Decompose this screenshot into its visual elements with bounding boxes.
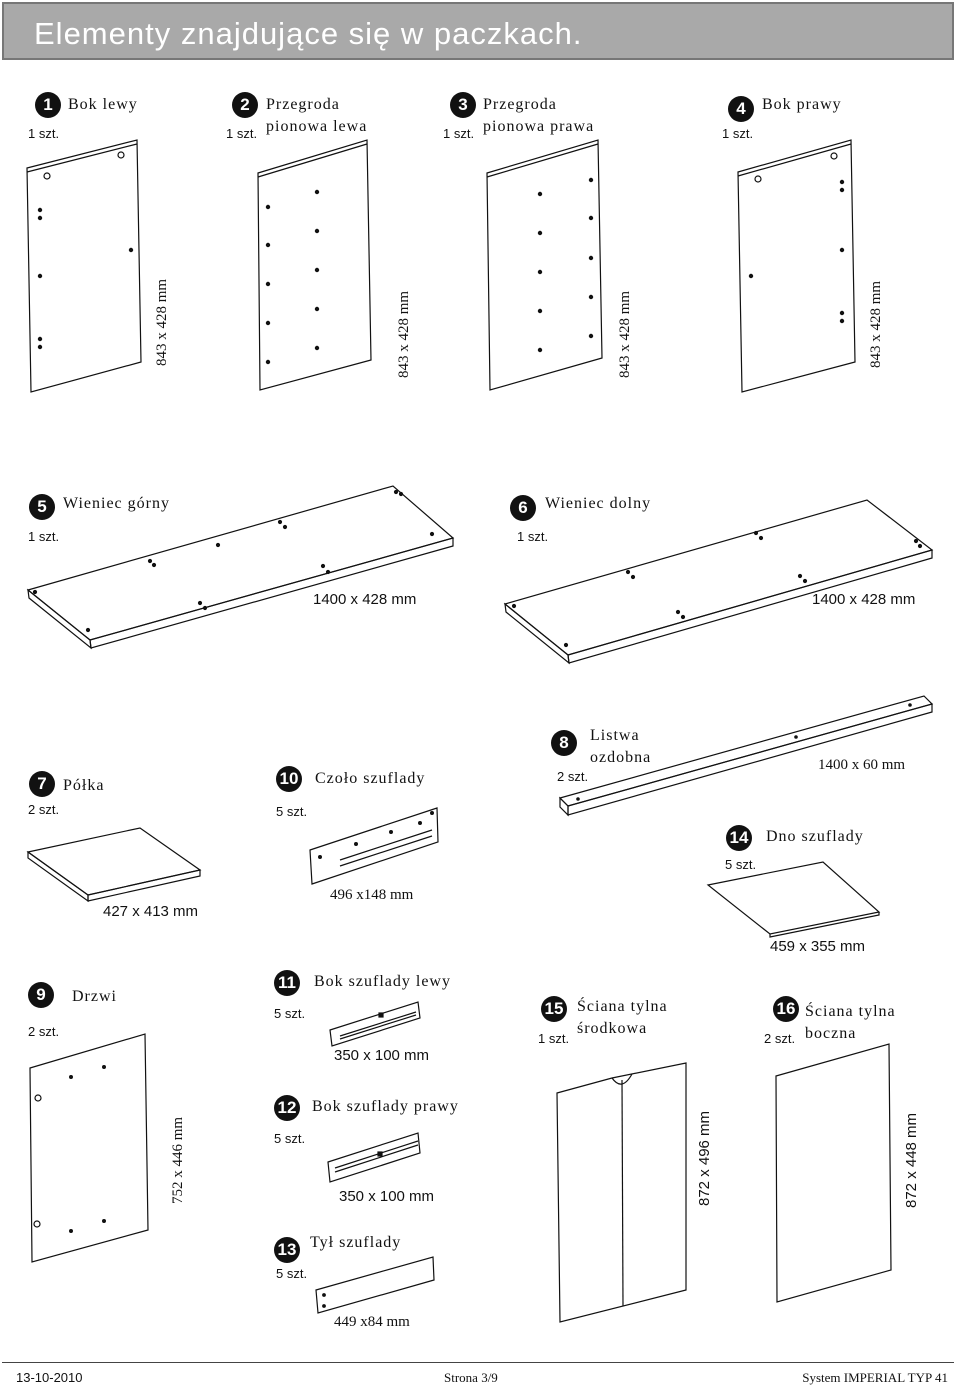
footer-page-number: Strona 3/9: [444, 1370, 498, 1385]
part-4-drawing: [737, 139, 856, 393]
part-16-number: 16: [773, 996, 799, 1022]
part-12-dims: 350 x 100 mm: [339, 1188, 435, 1205]
part-14-qty: 5 szt.: [725, 857, 757, 872]
footer-system-name: System IMPERIAL TYP 41: [802, 1370, 948, 1385]
part-8-name: Listwa ozdobna: [590, 727, 652, 766]
part-15-name: Ściana tylna środkowa: [577, 998, 668, 1037]
part-15-qty: 1 szt.: [538, 1031, 570, 1046]
part-12-number: 12: [274, 1095, 300, 1121]
part-3-dims: 843 x 428 mm: [617, 290, 633, 378]
part-14-drawing: [706, 861, 881, 938]
part-5-dims: 1400 x 428 mm: [313, 591, 417, 608]
part-16-dims: 872 x 448 mm: [903, 1112, 920, 1208]
part-8-dims: 1400 x 60 mm: [818, 757, 906, 773]
part-2-name: Przegroda pionowa lewa: [266, 96, 368, 135]
part-16-name: Ściana tylna boczna: [805, 1003, 896, 1042]
part-5-qty: 1 szt.: [28, 529, 60, 544]
part-12-qty: 5 szt.: [274, 1131, 306, 1146]
part-9-dims: 752 x 446 mm: [170, 1116, 186, 1204]
part-4-qty: 1 szt.: [722, 126, 754, 141]
part-7-name: Półka: [63, 777, 105, 794]
part-9-name: Drzwi: [72, 988, 117, 1005]
part-8-number: 8: [551, 730, 577, 756]
part-11-qty: 5 szt.: [274, 1006, 306, 1021]
part-6-name: Wieniec dolny: [545, 495, 652, 512]
part-5-name: Wieniec górny: [63, 495, 170, 512]
part-13-number: 13: [274, 1237, 300, 1263]
part-12-name: Bok szuflady prawy: [312, 1098, 459, 1115]
part-2-drawing: [257, 139, 372, 391]
part-7-dims: 427 x 413 mm: [103, 903, 199, 920]
part-5-drawing: [26, 485, 455, 650]
part-4-name: Bok prawy: [762, 96, 842, 113]
page-footer: 13-10-2010 Strona 3/9 System IMPERIAL TY…: [2, 1362, 954, 1389]
part-13-dims: 449 x84 mm: [334, 1314, 410, 1330]
page-title: Elementy znajdujące się w paczkach.: [34, 16, 583, 51]
part-9-drawing: [29, 1033, 149, 1263]
part-3-number: 3: [450, 92, 476, 118]
part-6-number: 6: [510, 495, 536, 521]
part-12-drawing: [327, 1132, 421, 1183]
part-1-drawing: [26, 139, 142, 393]
part-14-number: 14: [726, 825, 752, 851]
part-1-name: Bok lewy: [68, 96, 138, 113]
part-2-dims: 843 x 428 mm: [396, 290, 412, 378]
part-3-name: Przegroda pionowa prawa: [483, 96, 595, 135]
part-6-drawing: [503, 499, 934, 665]
part-5-number: 5: [29, 494, 55, 520]
part-11-dims: 350 x 100 mm: [334, 1047, 430, 1064]
part-16-qty: 2 szt.: [764, 1031, 796, 1046]
part-13-qty: 5 szt.: [276, 1266, 308, 1281]
part-10-name: Czoło szuflady: [315, 770, 426, 787]
part-6-dims: 1400 x 428 mm: [812, 591, 916, 608]
part-8-drawing: [558, 695, 934, 817]
part-7-number: 7: [29, 771, 55, 797]
part-10-number: 10: [276, 766, 302, 792]
part-4-number: 4: [728, 96, 754, 122]
part-2-number: 2: [232, 92, 258, 118]
part-1-qty: 1 szt.: [28, 126, 60, 141]
footer-date: 13-10-2010: [16, 1370, 83, 1385]
part-8-qty: 2 szt.: [557, 769, 589, 784]
part-16-drawing: [775, 1043, 892, 1303]
part-10-qty: 5 szt.: [276, 804, 308, 819]
part-9-qty: 2 szt.: [28, 1024, 60, 1039]
part-14-dims: 459 x 355 mm: [770, 938, 866, 955]
part-1-dims: 843 x 428 mm: [154, 278, 170, 366]
part-2-qty: 1 szt.: [226, 126, 258, 141]
part-13-name: Tył szuflady: [310, 1234, 402, 1251]
part-7-qty: 2 szt.: [28, 802, 60, 817]
part-15-number: 15: [541, 996, 567, 1022]
part-9-number: 9: [28, 982, 54, 1008]
part-14-name: Dno szuflady: [766, 828, 864, 845]
part-15-dims: 872 x 496 mm: [696, 1110, 713, 1206]
part-3-drawing: [486, 139, 603, 391]
part-6-qty: 1 szt.: [517, 529, 549, 544]
part-4-dims: 843 x 428 mm: [868, 280, 884, 368]
part-1-number: 1: [35, 92, 61, 118]
part-3-qty: 1 szt.: [443, 126, 475, 141]
part-10-dims: 496 x148 mm: [330, 887, 414, 903]
part-10-drawing: [309, 807, 439, 885]
part-11-name: Bok szuflady lewy: [314, 973, 451, 990]
part-11-drawing: [329, 1001, 421, 1047]
page-header: Elementy znajdujące się w paczkach.: [2, 2, 954, 60]
part-13-drawing: [315, 1256, 435, 1314]
part-15-drawing: [556, 1062, 687, 1323]
part-11-number: 11: [274, 970, 300, 996]
part-7-drawing: [26, 827, 202, 903]
